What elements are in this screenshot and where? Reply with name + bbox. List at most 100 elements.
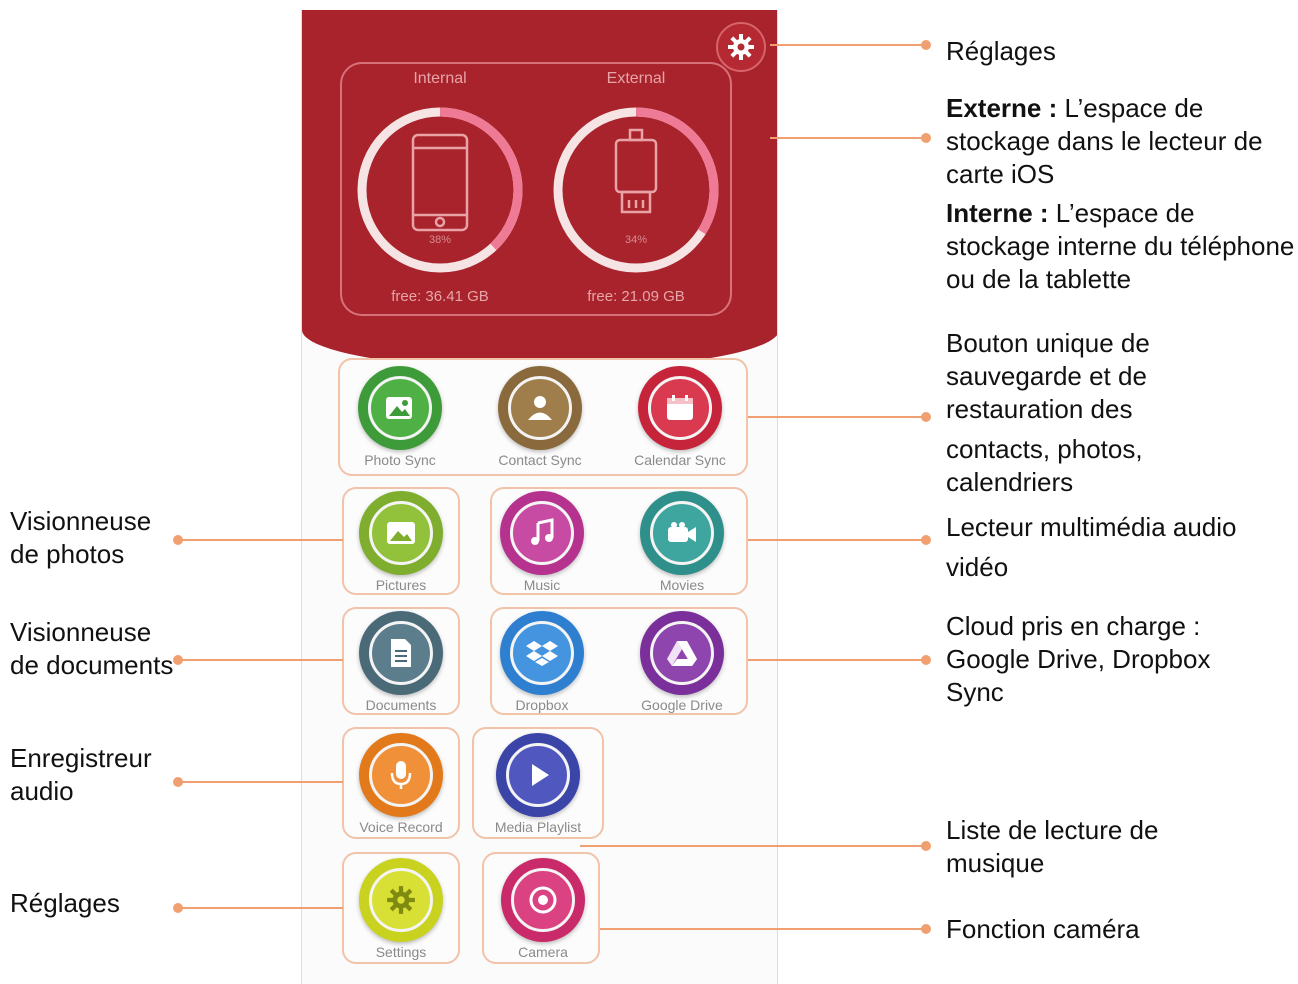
annotation-backup-1: Bouton unique de sauvegarde et de restau… bbox=[946, 328, 1150, 424]
connector-cloud bbox=[748, 659, 925, 661]
external-title: External bbox=[606, 70, 666, 87]
externe-label: Externe : bbox=[946, 93, 1058, 123]
camera-group: Camera bbox=[482, 852, 600, 964]
internal-title: Internal bbox=[413, 70, 467, 87]
connector-photos-viewer bbox=[178, 539, 343, 541]
cloud-group: Dropbox Google Drive bbox=[490, 607, 748, 715]
music-tile[interactable]: Music bbox=[472, 485, 612, 605]
app-screen: Internal 38% free: 36.41 GB External bbox=[301, 10, 778, 984]
camera-label: Camera bbox=[518, 944, 568, 960]
external-storage-gauge[interactable]: External 34% free: 21.09 GB bbox=[538, 64, 734, 318]
connector-media bbox=[748, 539, 925, 541]
calendar-sync-label: Calendar Sync bbox=[634, 452, 726, 468]
settings-gear-button[interactable] bbox=[716, 22, 766, 72]
pictures-icon bbox=[387, 522, 415, 544]
internal-ring bbox=[357, 107, 523, 273]
voice-record-label: Voice Record bbox=[359, 819, 443, 835]
movies-label: Movies bbox=[659, 577, 705, 593]
voice-record-group: Voice Record bbox=[342, 727, 460, 839]
annotation-recorder: Enregistreur audio bbox=[10, 743, 152, 806]
externe-text: L’espace de stockage dans le lecteur de … bbox=[946, 93, 1263, 189]
gear-icon bbox=[728, 34, 754, 60]
calendar-sync-tile[interactable]: Calendar Sync bbox=[610, 360, 750, 480]
play-icon bbox=[532, 764, 549, 786]
connector-dot bbox=[921, 841, 931, 851]
connector-dot bbox=[921, 40, 931, 50]
annotation-reglages-bottom: Réglages bbox=[10, 888, 120, 918]
annotation-playlist: Liste de lecture de musique bbox=[946, 815, 1159, 878]
documents-group: Documents bbox=[342, 607, 460, 715]
voice-record-tile[interactable]: Voice Record bbox=[331, 727, 471, 847]
interne-label: Interne : bbox=[946, 198, 1049, 228]
photo-sync-tile[interactable]: Photo Sync bbox=[330, 360, 470, 480]
dropbox-icon bbox=[526, 641, 558, 666]
documents-tile[interactable]: Documents bbox=[331, 605, 471, 725]
annotation-cloud: Cloud pris en charge : Google Drive, Dro… bbox=[946, 611, 1211, 707]
calendar-sync-icon bbox=[667, 395, 693, 420]
document-icon bbox=[391, 639, 411, 667]
annotation-reglages-top: Réglages bbox=[946, 36, 1056, 66]
media-playlist-group: Media Playlist bbox=[472, 727, 604, 839]
connector-dot bbox=[921, 133, 931, 143]
connector-dot bbox=[921, 924, 931, 934]
connector-docs-viewer bbox=[178, 659, 343, 661]
annotation-camera: Fonction caméra bbox=[946, 914, 1140, 944]
storage-header: Internal 38% free: 36.41 GB External bbox=[302, 10, 777, 370]
internal-percent: 38% bbox=[428, 234, 452, 246]
connector-reglages-top bbox=[770, 44, 925, 46]
card-reader-icon bbox=[614, 128, 658, 214]
microphone-icon bbox=[390, 761, 412, 789]
photo-sync-label: Photo Sync bbox=[364, 452, 436, 468]
connector-dot bbox=[921, 655, 931, 665]
connector-sync bbox=[748, 416, 925, 418]
media-playlist-label: Media Playlist bbox=[494, 819, 582, 835]
phone-icon bbox=[411, 133, 469, 232]
annotation-media-1: Lecteur multimédia audio bbox=[946, 512, 1237, 542]
google-drive-label: Google Drive bbox=[641, 697, 723, 713]
annotation-interne: Interne : L’espace de stockage interne d… bbox=[946, 197, 1296, 296]
settings-tile[interactable]: Settings bbox=[331, 852, 471, 972]
connector-storage bbox=[770, 137, 925, 139]
connector-recorder bbox=[178, 781, 343, 783]
external-ring bbox=[553, 107, 719, 273]
dropbox-label: Dropbox bbox=[515, 697, 569, 713]
sync-group: Photo Sync Contact Sync Calendar Sync bbox=[338, 358, 748, 476]
internal-storage-gauge[interactable]: Internal 38% free: 36.41 GB bbox=[342, 64, 538, 318]
external-percent: 34% bbox=[624, 234, 648, 246]
pictures-label: Pictures bbox=[375, 577, 427, 593]
video-camera-icon bbox=[668, 522, 696, 542]
movies-tile[interactable]: Movies bbox=[612, 485, 752, 605]
annotation-media-2: vidéo bbox=[946, 552, 1009, 582]
settings-group: Settings bbox=[342, 852, 460, 964]
connector-dot bbox=[921, 535, 931, 545]
interne-text: L’espace de stockage interne du téléphon… bbox=[946, 198, 1295, 294]
annotation-docs-viewer: Visionneuse de documents bbox=[10, 617, 174, 680]
dropbox-tile[interactable]: Dropbox bbox=[472, 605, 612, 725]
external-free-space: free: 21.09 GB bbox=[587, 288, 685, 305]
internal-free-space: free: 36.41 GB bbox=[391, 288, 489, 305]
contact-sync-tile[interactable]: Contact Sync bbox=[470, 360, 610, 480]
gear-icon bbox=[387, 886, 415, 914]
pictures-group: Pictures bbox=[342, 487, 460, 595]
connector-playlist bbox=[580, 845, 925, 847]
connector-dot bbox=[921, 412, 931, 422]
documents-label: Documents bbox=[365, 697, 437, 713]
google-drive-tile[interactable]: Google Drive bbox=[612, 605, 752, 725]
photo-sync-icon bbox=[386, 397, 412, 419]
music-note-icon bbox=[531, 518, 554, 545]
camera-tile[interactable]: Camera bbox=[473, 852, 613, 972]
storage-panel: Internal 38% free: 36.41 GB External bbox=[340, 62, 732, 316]
connector-camera bbox=[600, 928, 925, 930]
annotation-backup-2: contacts, photos, calendriers bbox=[946, 434, 1143, 497]
media-player-group: Music Movies bbox=[490, 487, 748, 595]
settings-label: Settings bbox=[375, 944, 427, 960]
google-drive-icon bbox=[667, 641, 697, 666]
music-label: Music bbox=[523, 577, 561, 593]
contact-sync-label: Contact Sync bbox=[498, 452, 582, 468]
camera-shutter-icon bbox=[529, 886, 557, 914]
media-playlist-tile[interactable]: Media Playlist bbox=[468, 727, 608, 847]
connector-reglages-bottom bbox=[178, 907, 343, 909]
annotation-externe: Externe : L’espace de stockage dans le l… bbox=[946, 92, 1291, 191]
pictures-tile[interactable]: Pictures bbox=[331, 485, 471, 605]
contact-sync-icon bbox=[528, 396, 552, 420]
